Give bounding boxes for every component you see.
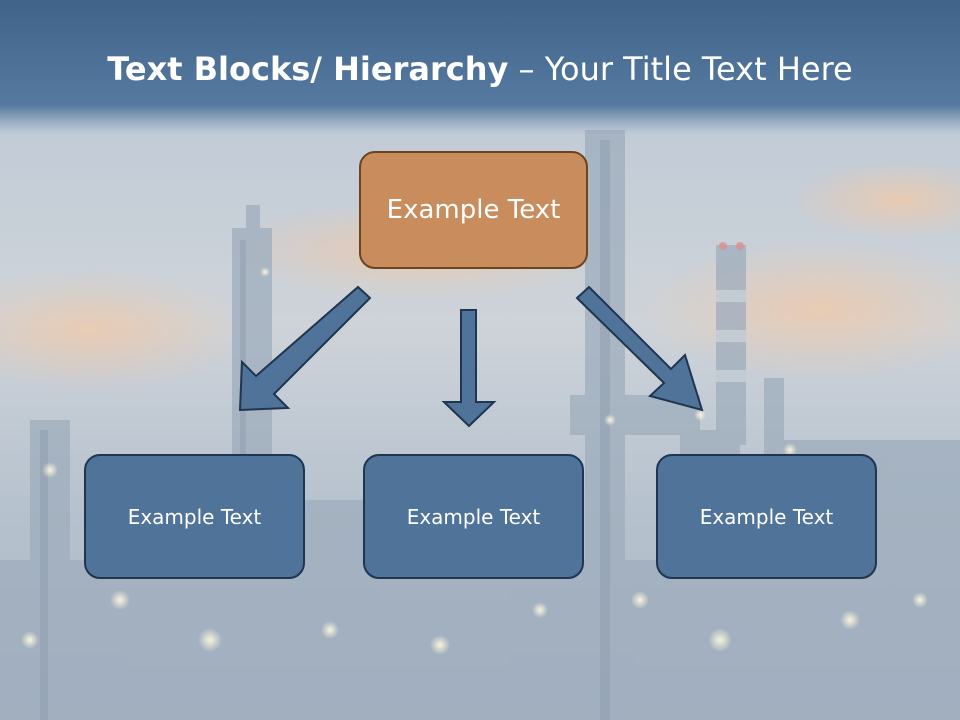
root-node: Example Text (359, 151, 588, 269)
child-node-center: Example Text (363, 454, 584, 579)
child-node-label: Example Text (127, 504, 262, 529)
child-node-right: Example Text (656, 454, 877, 579)
title-bold-part: Text Blocks/ Hierarchy (107, 50, 509, 88)
child-node-label: Example Text (699, 504, 834, 529)
child-node-left: Example Text (84, 454, 305, 579)
title-rest: Your Title Text Here (544, 50, 853, 88)
child-node-label: Example Text (406, 504, 541, 529)
slide-title: Text Blocks/ Hierarchy – Your Title Text… (0, 50, 960, 88)
root-node-label: Example Text (386, 195, 561, 225)
title-dash: – (508, 50, 545, 88)
title-bar (0, 0, 960, 135)
